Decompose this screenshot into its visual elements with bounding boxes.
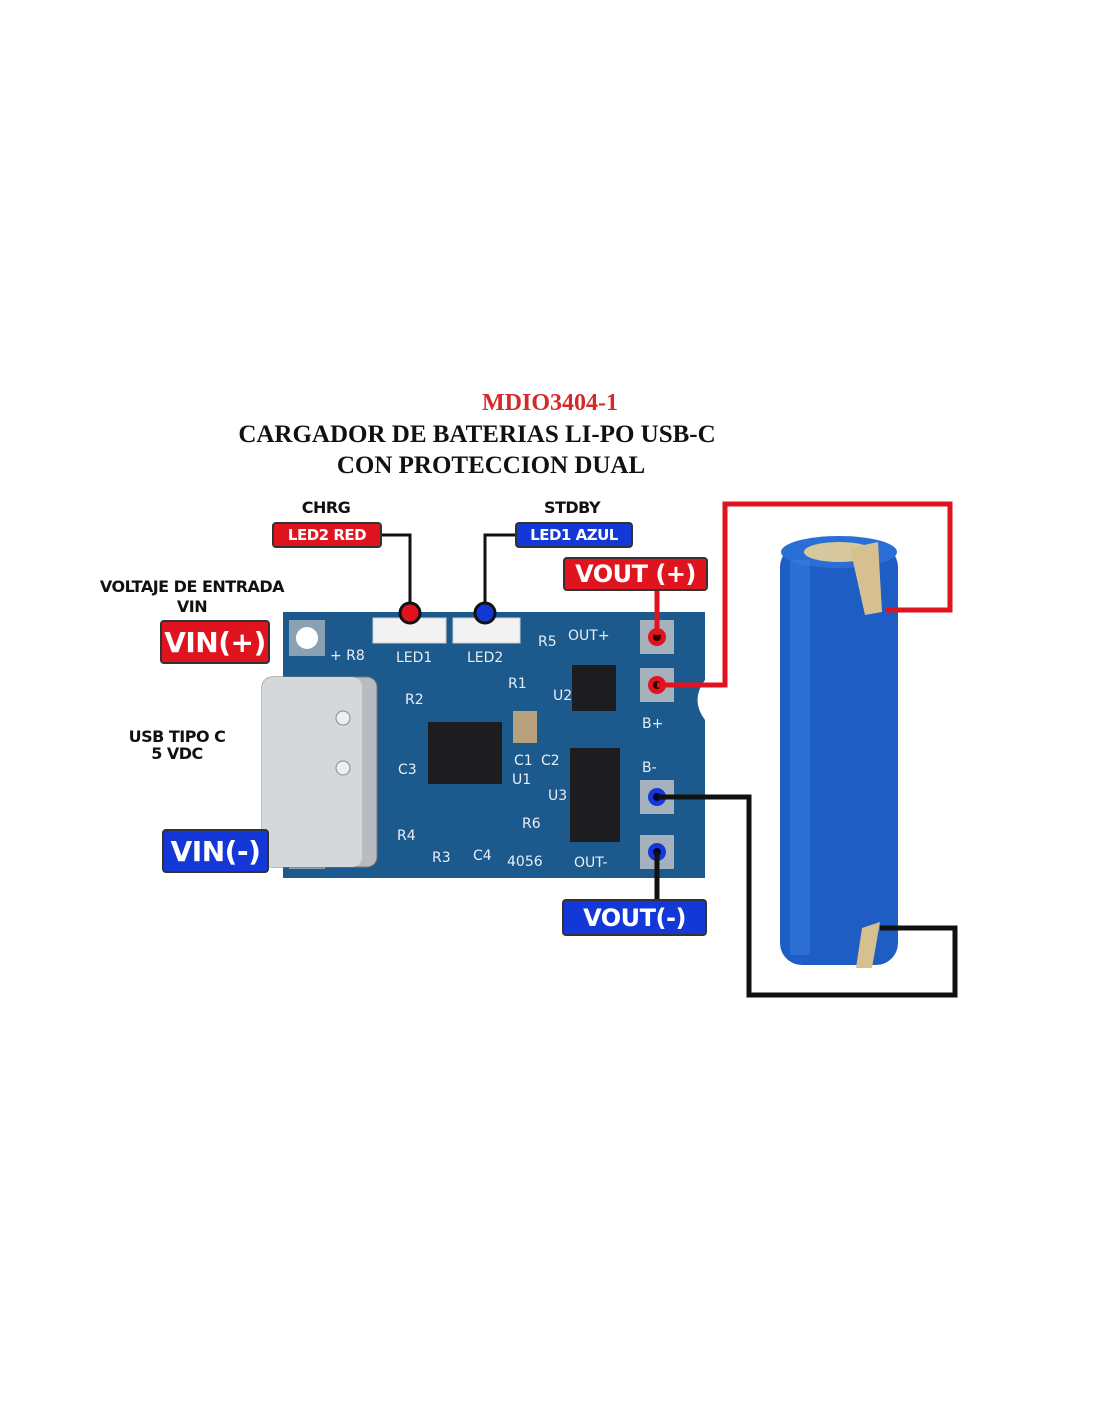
silk-r6: R6 [522,816,541,832]
silk-led1: LED1 [396,650,432,666]
battery-negative-wire [657,794,958,998]
chrg-label: CHRG [301,498,351,517]
silk-c1: C1 [514,753,533,769]
led1-pointer-wire [483,533,515,610]
title-line2: CON PROTECCION DUAL [336,452,646,479]
stdby-label: STDBY [543,498,601,517]
silk-u2: U2 [553,688,572,704]
silk-c3: C3 [398,762,417,778]
usb-type-label: USB TIPO C [128,727,226,746]
title-line1: CARGADOR DE BATERIAS LI-PO USB-C [238,421,716,448]
silk-r5: R5 [538,634,557,650]
silk-out-minus: OUT- [574,855,608,871]
led1-azul-tag: LED1 AZUL [515,522,633,548]
led2-marker [398,601,422,625]
silk-r8: + R8 [330,648,365,664]
battery-positive-wire [657,501,953,688]
pcb-board [261,612,705,878]
model-title: MDIO3404-1 [482,390,618,416]
vin-title-label: VOLTAJE DE ENTRADA [99,577,285,596]
silk-r2: R2 [405,692,424,708]
led2-red-tag: LED2 RED [272,522,382,548]
silk-c2: C2 [541,753,560,769]
silk-r3: R3 [432,850,451,866]
silk-b-minus: B- [642,760,657,776]
silk-out-plus: OUT+ [568,628,610,644]
vout-plus-tag: VOUT (+) [563,557,708,591]
silk-u3: U3 [548,788,567,804]
silk-led2: LED2 [467,650,503,666]
silk-c4: C4 [473,848,492,864]
battery-18650 [780,536,898,968]
silk-r1: R1 [508,676,527,692]
silk-r4: R4 [397,828,416,844]
usb-voltage-label: 5 VDC [151,744,203,763]
silk-4056: 4056 [507,854,543,870]
pcb-silkscreen: OUT+ B+ B- OUT- LED1 LED2 R1 R2 R3 R5 R6… [330,628,663,871]
led1-marker [473,601,497,625]
vin-minus-tag: VIN(-) [162,829,269,873]
vin-plus-tag: VIN(+) [160,620,270,664]
vin-label: VIN [176,597,208,616]
silk-u1: U1 [512,772,531,788]
silk-b-plus: B+ [642,716,663,732]
led2-pointer-wire [382,533,412,610]
vout-minus-tag: VOUT(-) [562,899,707,936]
